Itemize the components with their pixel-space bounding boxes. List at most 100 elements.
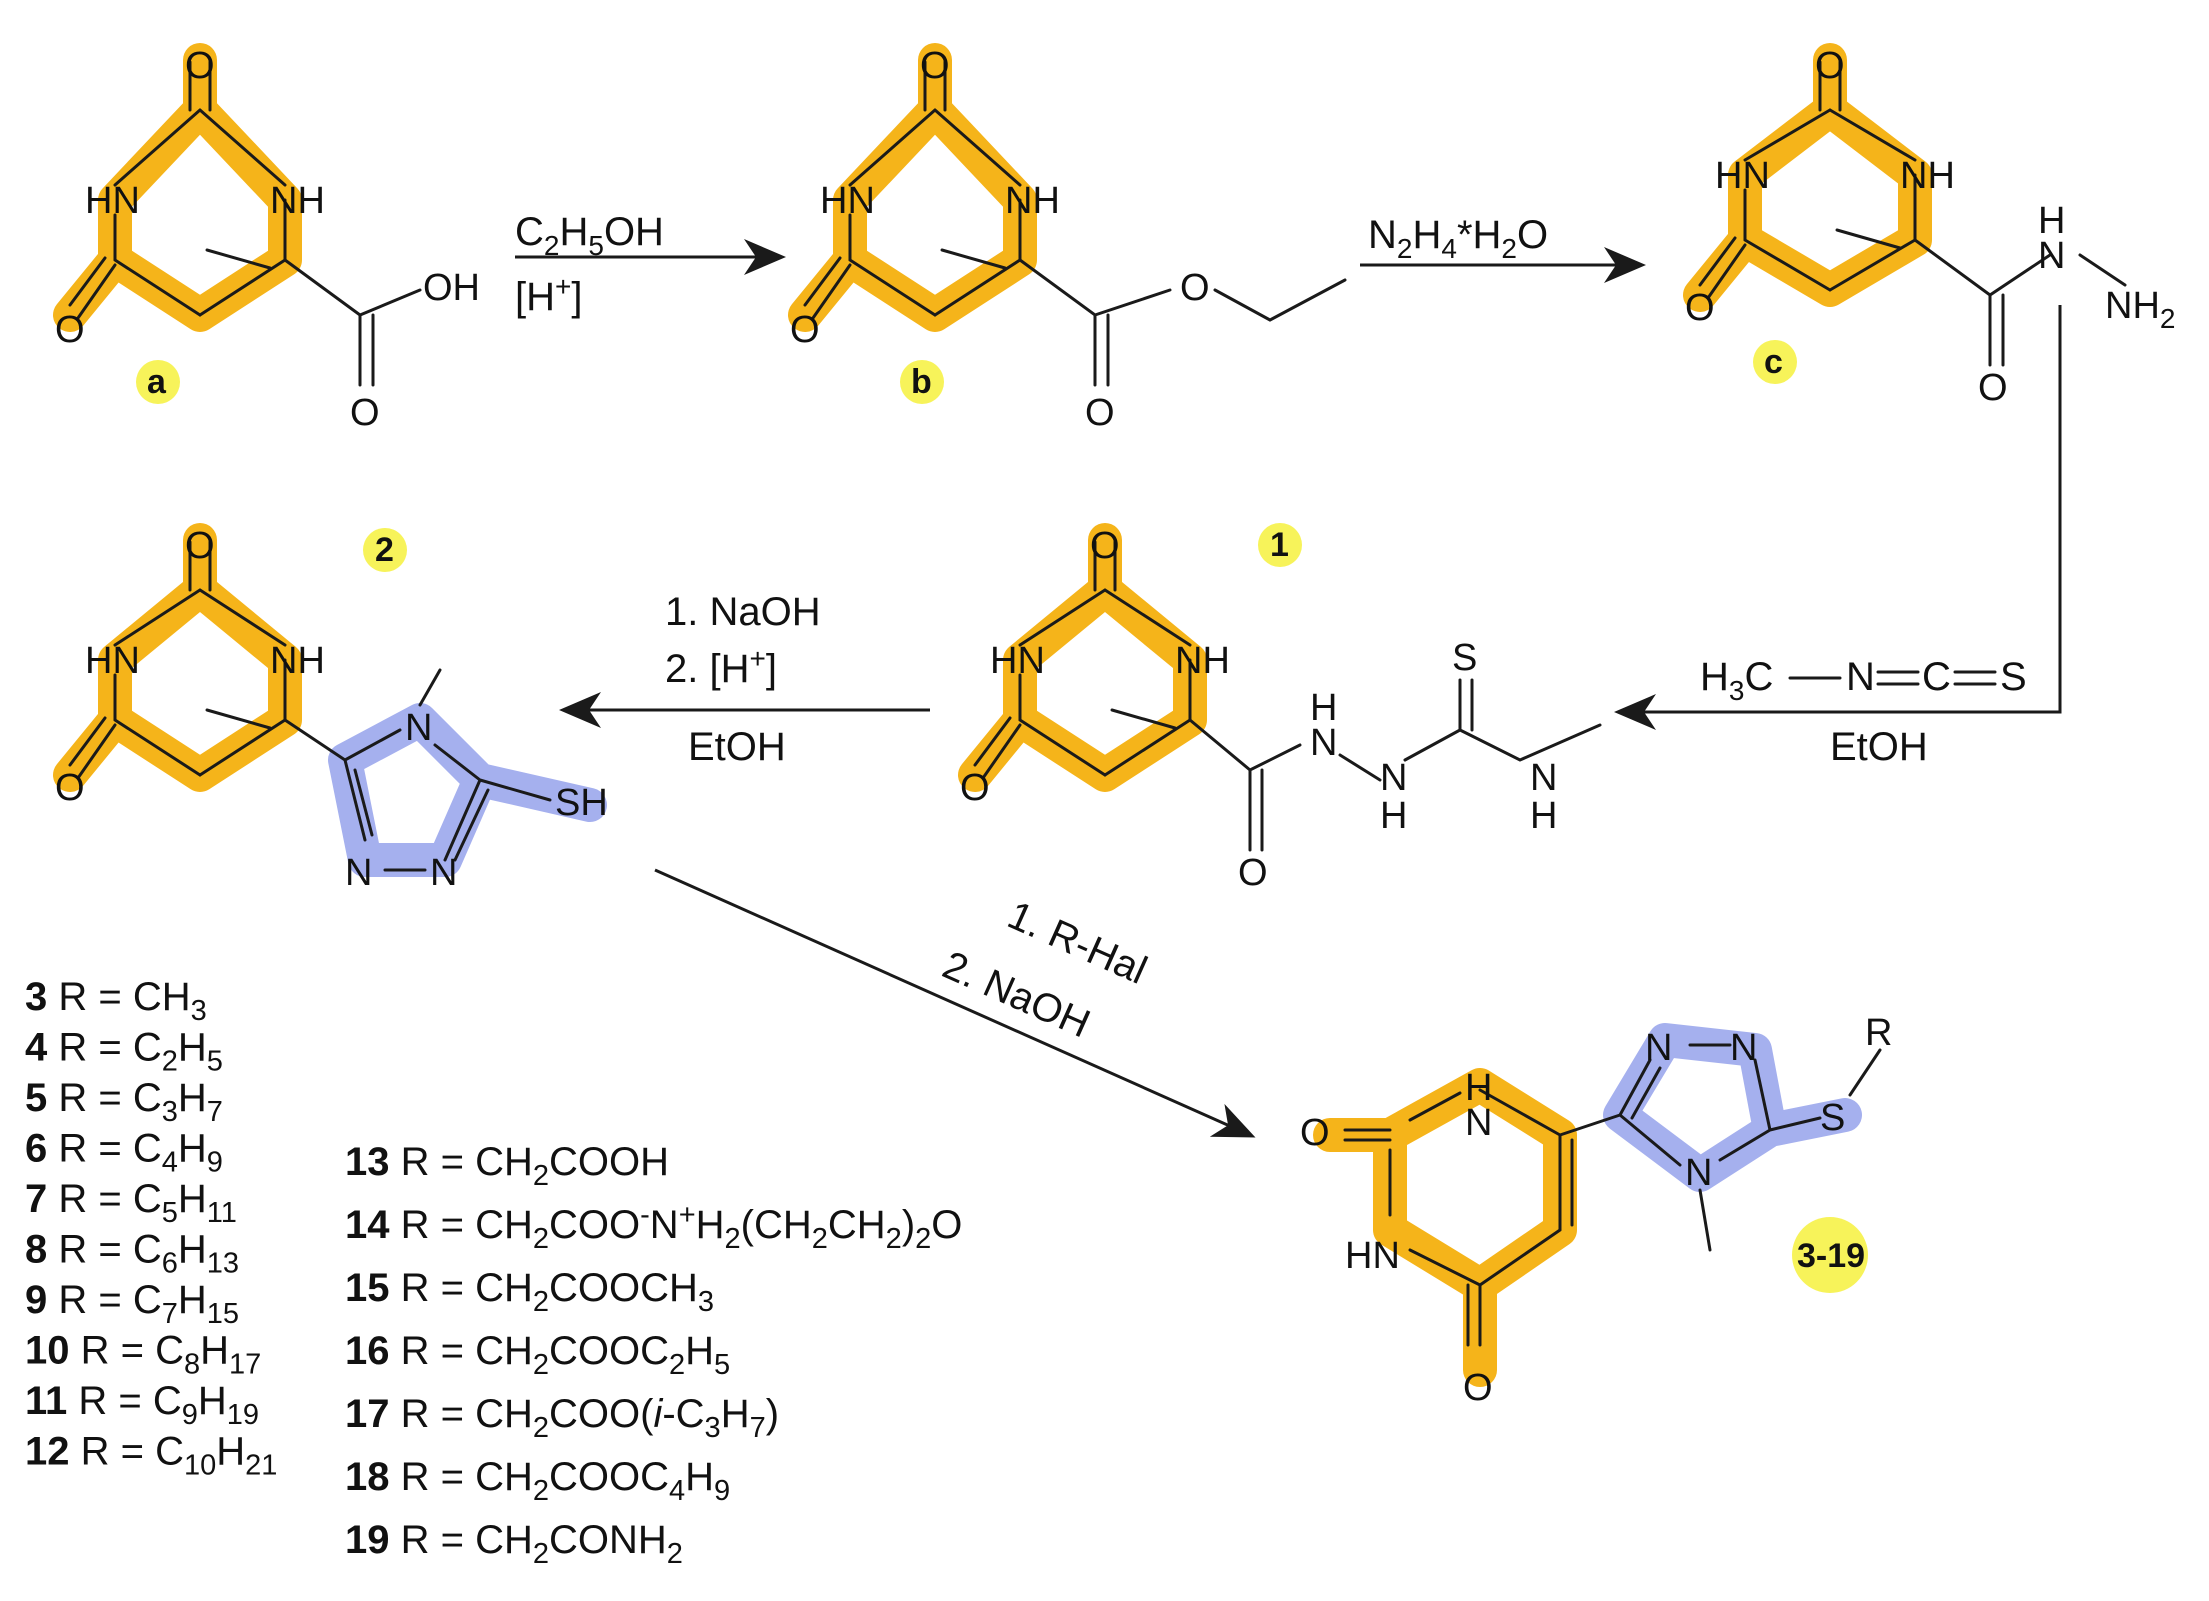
- substituent-row: 13 R = CH2COOH: [345, 1140, 669, 1192]
- compound-c: O HN NH O H N NH2 O c: [1683, 43, 2175, 409]
- atom-hn: HN: [85, 640, 140, 682]
- atom-h: H: [1465, 1067, 1492, 1109]
- substituent-row: 8 R = C6H13: [25, 1228, 239, 1280]
- atom-o: O: [790, 309, 820, 351]
- substituent-row: 18 R = CH2COOC4H9: [345, 1455, 730, 1507]
- reagent-solvent: EtOH: [1830, 725, 1928, 769]
- atom-n: N: [2038, 235, 2065, 277]
- compound-a: O HN NH O OH O a: [53, 43, 480, 434]
- substituent-row: 10 R = C8H17: [25, 1329, 261, 1381]
- atom-n: N: [1380, 757, 1407, 799]
- compound-number: 7: [25, 1177, 58, 1221]
- compound-number: 8: [25, 1228, 58, 1272]
- atom-n: N: [345, 852, 372, 894]
- compound-number: 4: [25, 1026, 58, 1070]
- substituent-row: 12 R = C10H21: [25, 1430, 277, 1482]
- compound-label-2: 2: [375, 531, 394, 569]
- atom-o: O: [1685, 287, 1715, 329]
- atom-o: O: [920, 45, 950, 87]
- substituent-row: 3 R = CH3: [25, 975, 207, 1027]
- reagent-ethanol: C2H5OH: [515, 210, 664, 261]
- compound-number: 9: [25, 1278, 58, 1322]
- compound-number: 3: [25, 975, 58, 1019]
- atom-o: O: [185, 45, 215, 87]
- compound-number: 19: [345, 1518, 401, 1562]
- atom-o: O: [1085, 392, 1115, 434]
- label-badge: [900, 360, 944, 404]
- atom-hn: HN: [990, 640, 1045, 682]
- atom-o: O: [350, 392, 380, 434]
- compound-number: 5: [25, 1076, 58, 1120]
- atom-h: H: [2038, 200, 2065, 242]
- compound-3-19: H N O HN O N N N S R 3-19: [1300, 1012, 1892, 1409]
- atom-s: S: [1820, 1097, 1845, 1139]
- atom-o: O: [1238, 852, 1268, 894]
- atom-o: O: [1978, 367, 2008, 409]
- atom-o: O: [1463, 1367, 1493, 1409]
- reagent-naoh: 1. NaOH: [665, 590, 821, 634]
- compound-label-1: 1: [1270, 526, 1289, 564]
- atom-nh: NH: [1175, 640, 1230, 682]
- atom-nh: NH: [1005, 180, 1060, 222]
- substituent-row: 11 R = C9H19: [25, 1379, 259, 1431]
- atom-oh: OH: [423, 267, 480, 309]
- reagent-isothiocyanate: H3C: [1700, 655, 1773, 706]
- atom-c: C: [1922, 655, 1951, 699]
- atom-hn: HN: [820, 180, 875, 222]
- compound-number: 15: [345, 1266, 401, 1310]
- substituent-row: 5 R = C3H7: [25, 1076, 223, 1128]
- substituent-row: 15 R = CH2COOCH3: [345, 1266, 714, 1318]
- atom-o: O: [55, 309, 85, 351]
- compound-number: 13: [345, 1140, 401, 1184]
- substituent-row: 16 R = CH2COOC2H5: [345, 1329, 730, 1381]
- substituent-row: 19 R = CH2CONH2: [345, 1518, 683, 1570]
- compound-number: 12: [25, 1430, 81, 1474]
- compound-number: 6: [25, 1127, 58, 1171]
- substituent-row: 6 R = C4H9: [25, 1127, 223, 1179]
- atom-o: O: [1090, 525, 1120, 567]
- label-badge: [136, 360, 180, 404]
- compound-label-c: c: [1764, 343, 1783, 381]
- substituent-row: 14 R = CH2COO-N+H2(CH2CH2)2O: [345, 1199, 962, 1255]
- atom-o: O: [1815, 45, 1845, 87]
- atom-nh2: NH2: [2105, 285, 2175, 334]
- arrow-step-4: 1. NaOH 2. [H+] EtOH: [559, 590, 930, 769]
- atom-sh: SH: [555, 782, 608, 824]
- atom-hn: HN: [85, 180, 140, 222]
- arrow-step-3: H3C N C S EtOH: [1614, 305, 2062, 769]
- label-badge: [363, 528, 407, 572]
- substituent-row: 17 R = CH2COO(i-C3H7): [345, 1392, 779, 1444]
- atom-hn: HN: [1345, 1235, 1400, 1277]
- atom-s: S: [1452, 637, 1477, 679]
- atom-n: N: [1310, 722, 1337, 764]
- reagent-solvent: EtOH: [688, 725, 786, 769]
- atom-n: N: [1530, 757, 1557, 799]
- atom-nh: NH: [270, 180, 325, 222]
- reagent-acid: [H+]: [515, 271, 582, 319]
- atom-n: N: [1846, 655, 1875, 699]
- atom-n: N: [1685, 1152, 1712, 1194]
- arrow-step-2: N2H4*H2O: [1360, 213, 1646, 283]
- compound-label-a: a: [147, 363, 167, 401]
- atom-n: N: [430, 852, 457, 894]
- atom-o: O: [55, 767, 85, 809]
- atom-h: H: [1310, 687, 1337, 729]
- atom-n: N: [1730, 1027, 1757, 1069]
- compound-number: 14: [345, 1203, 401, 1247]
- substituent-row: 7 R = C5H11: [25, 1177, 237, 1229]
- compound-number: 16: [345, 1329, 401, 1373]
- arrow-step-5: 1. R-Hal 2. NaOH: [654, 868, 1256, 1138]
- label-badge: [1258, 523, 1302, 567]
- atom-h: H: [1530, 795, 1557, 837]
- atom-o: O: [960, 767, 990, 809]
- substituent-row: 9 R = C7H15: [25, 1278, 239, 1330]
- compound-label-b: b: [911, 363, 932, 401]
- compound-number: 10: [25, 1329, 81, 1373]
- compound-number: 17: [345, 1392, 401, 1436]
- compound-1: O HN NH O H N N H S N H O 1: [958, 523, 1602, 894]
- label-badge: [1753, 340, 1797, 384]
- atom-nh: NH: [270, 640, 325, 682]
- compound-label-3-19: 3-19: [1797, 1237, 1865, 1275]
- substituent-row: 4 R = C2H5: [25, 1026, 223, 1078]
